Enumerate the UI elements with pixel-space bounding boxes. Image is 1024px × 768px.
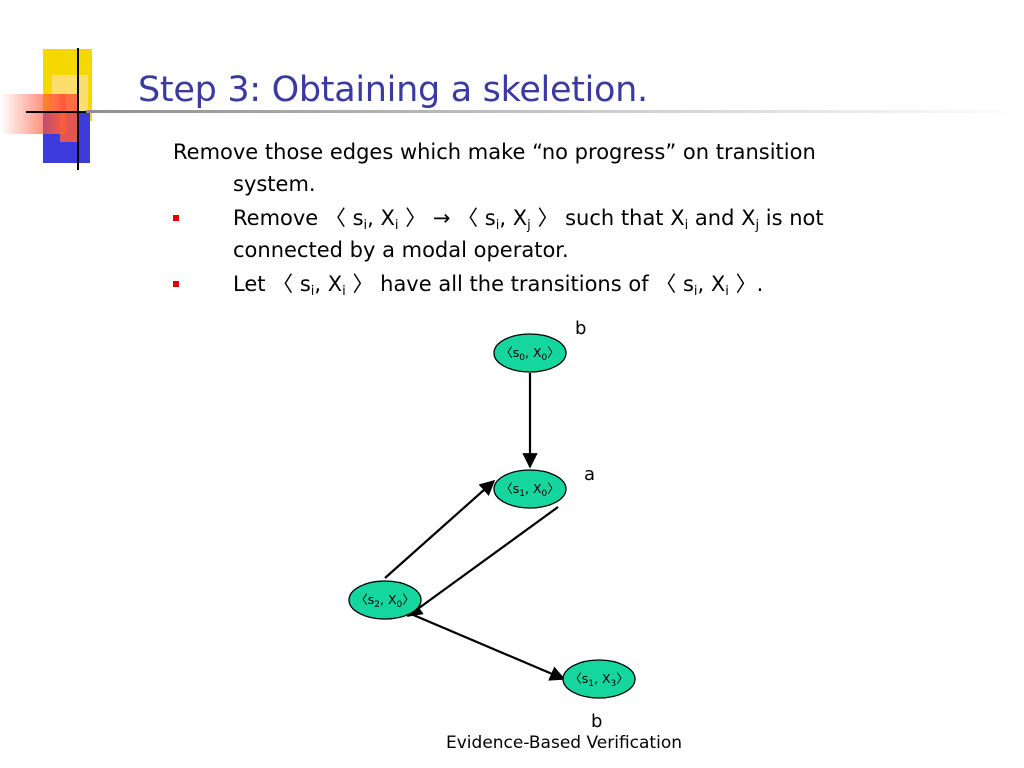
node-proposition-label: a	[584, 464, 595, 485]
state-node-ellipse	[493, 333, 567, 373]
corner-red-block	[60, 94, 78, 142]
subscript: i	[693, 284, 698, 299]
subscript: j	[527, 218, 531, 233]
node-text-run: X	[602, 671, 611, 686]
state-node-ellipse	[493, 469, 567, 509]
edge-n1-to-n2	[406, 506, 559, 617]
text-run: 〉 have all the transitions of 〈 s	[345, 272, 694, 296]
subscript: i	[725, 284, 729, 299]
node-text-run: X	[388, 592, 397, 607]
node-text-run: s	[513, 345, 520, 360]
text-run: 〉.	[728, 272, 764, 296]
state-node-n0: 〈s0, X0〉b	[493, 318, 586, 373]
node-proposition-label: b	[591, 711, 602, 732]
node-text-run: ,	[594, 671, 602, 686]
node-subscript: 1	[519, 489, 525, 499]
node-text-run: X	[533, 345, 542, 360]
node-text-run: s	[368, 592, 375, 607]
text-run: 〉 → 〈 s	[398, 206, 496, 230]
node-subscript: 2	[374, 600, 380, 610]
node-text-run: 〈	[569, 671, 582, 686]
text-run: is not connected by a modal operator.	[233, 206, 824, 262]
subscript: j	[755, 218, 760, 233]
subscript: i	[342, 284, 346, 299]
subscript: i	[363, 218, 368, 233]
text-run: , X	[697, 272, 726, 296]
bullet-text: Remove 〈 si, Xi 〉 → 〈 si, Xj 〉 such that…	[233, 206, 824, 262]
subscript: i	[310, 284, 315, 299]
node-text-run: 〉	[547, 481, 560, 496]
state-node-n2: 〈s2, X0〉	[348, 580, 422, 620]
node-proposition-label: b	[575, 318, 586, 339]
node-subscript: 0	[542, 353, 548, 363]
node-text-run: 〉	[616, 671, 629, 686]
corner-horizontal-line	[26, 111, 136, 113]
title-underline	[86, 110, 1024, 113]
node-text-run: s	[582, 671, 589, 686]
text-run: , X	[367, 206, 395, 230]
node-text-run: 〈	[500, 481, 513, 496]
node-subscript: 0	[519, 353, 525, 363]
text-run: , X	[314, 272, 343, 296]
node-text-run: 〉	[402, 592, 415, 607]
corner-red-bar	[0, 94, 66, 134]
slide-title: Step 3: Obtaining a skeletion.	[138, 70, 648, 110]
node-text-run: 〉	[547, 345, 560, 360]
text-run: 〉 such that X	[530, 206, 685, 230]
node-text-run: X	[533, 481, 542, 496]
state-node-ellipse	[348, 580, 422, 620]
node-subscript: 0	[542, 489, 548, 499]
node-text-run: ,	[525, 345, 533, 360]
state-node-label: 〈s1, X3〉	[569, 671, 629, 689]
bullet-item: Let 〈 si, Xi 〉 have all the transitions …	[173, 268, 893, 300]
node-text-run: 〈	[500, 345, 513, 360]
text-run: , X	[499, 206, 528, 230]
node-text-run: ,	[380, 592, 388, 607]
node-subscript: 1	[588, 679, 594, 689]
text-run: Remove 〈 s	[233, 206, 364, 230]
bullet-square-icon	[173, 215, 179, 221]
slide-body: Remove those edges which make “no progre…	[173, 136, 893, 300]
slide-footer: Evidence-Based Verification	[446, 733, 682, 753]
subscript: i	[394, 218, 399, 233]
state-node-n1: 〈s1, X0〉 a	[493, 464, 595, 509]
node-subscript: 0	[397, 600, 403, 610]
bullet-text: Let 〈 si, Xi 〉 have all the transitions …	[233, 272, 764, 299]
node-subscript: 3	[611, 679, 617, 689]
subscript: i	[684, 218, 689, 233]
state-node-ellipse	[562, 659, 636, 699]
node-text-run: s	[513, 481, 520, 496]
node-text-run: 〈	[355, 592, 368, 607]
state-node-label: 〈s1, X0〉	[500, 481, 560, 499]
intro-text: Remove those edges which make “no progre…	[173, 140, 816, 196]
corner-vertical-line	[77, 48, 79, 170]
text-run: Let 〈 s	[233, 272, 311, 296]
text-run: and X	[688, 206, 756, 230]
bullet-item: Remove 〈 si, Xi 〉 → 〈 si, Xj 〉 such that…	[173, 202, 893, 266]
edge-n2-to-n3	[410, 612, 566, 681]
edge-n2-to-n1	[384, 479, 496, 579]
bullet-square-icon	[173, 281, 179, 287]
node-text-run: ,	[525, 481, 533, 496]
state-node-label: 〈s2, X0〉	[355, 592, 415, 610]
state-node-label: 〈s0, X0〉	[500, 345, 560, 363]
subscript: i	[495, 218, 500, 233]
state-node-n3: 〈s1, X3〉 b	[562, 659, 636, 732]
